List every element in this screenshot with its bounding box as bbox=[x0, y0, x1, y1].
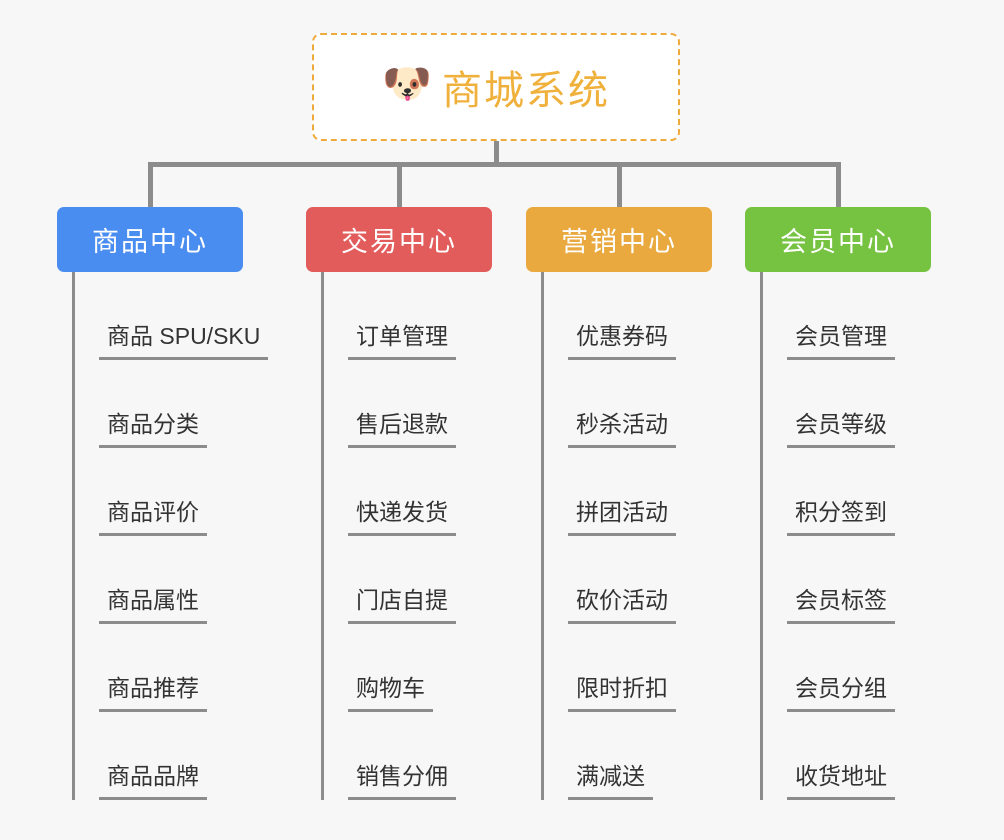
leaf-node[interactable]: 会员管理 bbox=[763, 272, 931, 360]
column-header-label: 营销中心 bbox=[561, 227, 677, 257]
leaf-node[interactable]: 销售分佣 bbox=[324, 712, 492, 800]
column-marketing-center: 营销中心优惠券码秒杀活动拼团活动砍价活动限时折扣满减送 bbox=[526, 207, 712, 800]
leaf-node[interactable]: 商品 SPU/SKU bbox=[75, 272, 269, 360]
leaf-node-label: 限时折扣 bbox=[568, 675, 676, 712]
root-node-label: 商城系统 bbox=[442, 69, 610, 113]
leaf-node-label: 商品分类 bbox=[99, 411, 207, 448]
column-product-center: 商品中心商品 SPU/SKU 商品分类商品评价商品属性商品推荐商品品牌 bbox=[57, 207, 269, 800]
leaf-node[interactable]: 限时折扣 bbox=[544, 624, 712, 712]
column-header-label: 会员中心 bbox=[780, 227, 896, 257]
connector-drop-product-center bbox=[148, 162, 153, 207]
leaf-node-label: 拼团活动 bbox=[568, 499, 676, 536]
leaf-node[interactable]: 商品品牌 bbox=[75, 712, 243, 800]
column-header-trade-center[interactable]: 交易中心 bbox=[306, 207, 492, 272]
leaf-node-label: 商品 SPU/SKU bbox=[99, 323, 269, 360]
leaf-node[interactable]: 积分签到 bbox=[763, 448, 931, 536]
leaf-node[interactable]: 快递发货 bbox=[324, 448, 492, 536]
root-node[interactable]: 🐶 商城系统 bbox=[312, 33, 680, 141]
leaf-node[interactable]: 会员分组 bbox=[763, 624, 931, 712]
leaf-node[interactable]: 售后退款 bbox=[324, 360, 492, 448]
leaf-node[interactable]: 秒杀活动 bbox=[544, 360, 712, 448]
leaf-node[interactable]: 收货地址 bbox=[763, 712, 931, 800]
connector-drop-marketing-center bbox=[617, 162, 622, 207]
leaf-node-label: 门店自提 bbox=[348, 587, 456, 624]
connector-drop-trade-center bbox=[397, 162, 402, 207]
leaf-node[interactable]: 砍价活动 bbox=[544, 536, 712, 624]
dog-face-icon: 🐶 bbox=[382, 62, 432, 106]
leaf-node-label: 销售分佣 bbox=[348, 763, 456, 800]
leaf-node-label: 商品推荐 bbox=[99, 675, 207, 712]
leaf-node-label: 会员分组 bbox=[787, 675, 895, 712]
leaf-node[interactable]: 会员标签 bbox=[763, 536, 931, 624]
leaf-node[interactable]: 商品评价 bbox=[75, 448, 243, 536]
leaf-node-label: 优惠券码 bbox=[568, 323, 676, 360]
leaf-node-label: 砍价活动 bbox=[568, 587, 676, 624]
leaf-node[interactable]: 优惠券码 bbox=[544, 272, 712, 360]
leaf-node[interactable]: 购物车 bbox=[324, 624, 492, 712]
leaf-node-label: 会员标签 bbox=[787, 587, 895, 624]
leaf-node-label: 积分签到 bbox=[787, 499, 895, 536]
column-body-trade-center: 订单管理售后退款快递发货门店自提购物车销售分佣 bbox=[321, 272, 492, 800]
column-header-label: 商品中心 bbox=[92, 227, 208, 257]
connector-root-stem bbox=[494, 141, 499, 164]
leaf-node-label: 秒杀活动 bbox=[568, 411, 676, 448]
leaf-node-label: 售后退款 bbox=[348, 411, 456, 448]
column-member-center: 会员中心会员管理会员等级积分签到会员标签会员分组收货地址 bbox=[745, 207, 931, 800]
leaf-node[interactable]: 商品推荐 bbox=[75, 624, 243, 712]
column-header-member-center[interactable]: 会员中心 bbox=[745, 207, 931, 272]
leaf-node[interactable]: 门店自提 bbox=[324, 536, 492, 624]
leaf-node[interactable]: 会员等级 bbox=[763, 360, 931, 448]
leaf-node-label: 订单管理 bbox=[348, 323, 456, 360]
leaf-node-label: 商品评价 bbox=[99, 499, 207, 536]
connector-horizontal-bus bbox=[150, 162, 840, 167]
leaf-node-label: 收货地址 bbox=[787, 763, 895, 800]
connector-drop-member-center bbox=[836, 162, 841, 207]
leaf-node[interactable]: 商品分类 bbox=[75, 360, 243, 448]
column-body-marketing-center: 优惠券码秒杀活动拼团活动砍价活动限时折扣满减送 bbox=[541, 272, 712, 800]
leaf-node-label: 快递发货 bbox=[348, 499, 456, 536]
leaf-node[interactable]: 商品属性 bbox=[75, 536, 243, 624]
leaf-node-label: 满减送 bbox=[568, 763, 653, 800]
leaf-node[interactable]: 拼团活动 bbox=[544, 448, 712, 536]
leaf-node-label: 会员管理 bbox=[787, 323, 895, 360]
column-trade-center: 交易中心订单管理售后退款快递发货门店自提购物车销售分佣 bbox=[306, 207, 492, 800]
column-header-label: 交易中心 bbox=[341, 227, 457, 257]
leaf-node-label: 商品属性 bbox=[99, 587, 207, 624]
column-header-marketing-center[interactable]: 营销中心 bbox=[526, 207, 712, 272]
leaf-node-label: 购物车 bbox=[348, 675, 433, 712]
leaf-node[interactable]: 满减送 bbox=[544, 712, 712, 800]
leaf-node[interactable]: 订单管理 bbox=[324, 272, 492, 360]
leaf-node-label: 商品品牌 bbox=[99, 763, 207, 800]
column-body-product-center: 商品 SPU/SKU 商品分类商品评价商品属性商品推荐商品品牌 bbox=[72, 272, 269, 800]
column-body-member-center: 会员管理会员等级积分签到会员标签会员分组收货地址 bbox=[760, 272, 931, 800]
column-header-product-center[interactable]: 商品中心 bbox=[57, 207, 243, 272]
leaf-node-label: 会员等级 bbox=[787, 411, 895, 448]
